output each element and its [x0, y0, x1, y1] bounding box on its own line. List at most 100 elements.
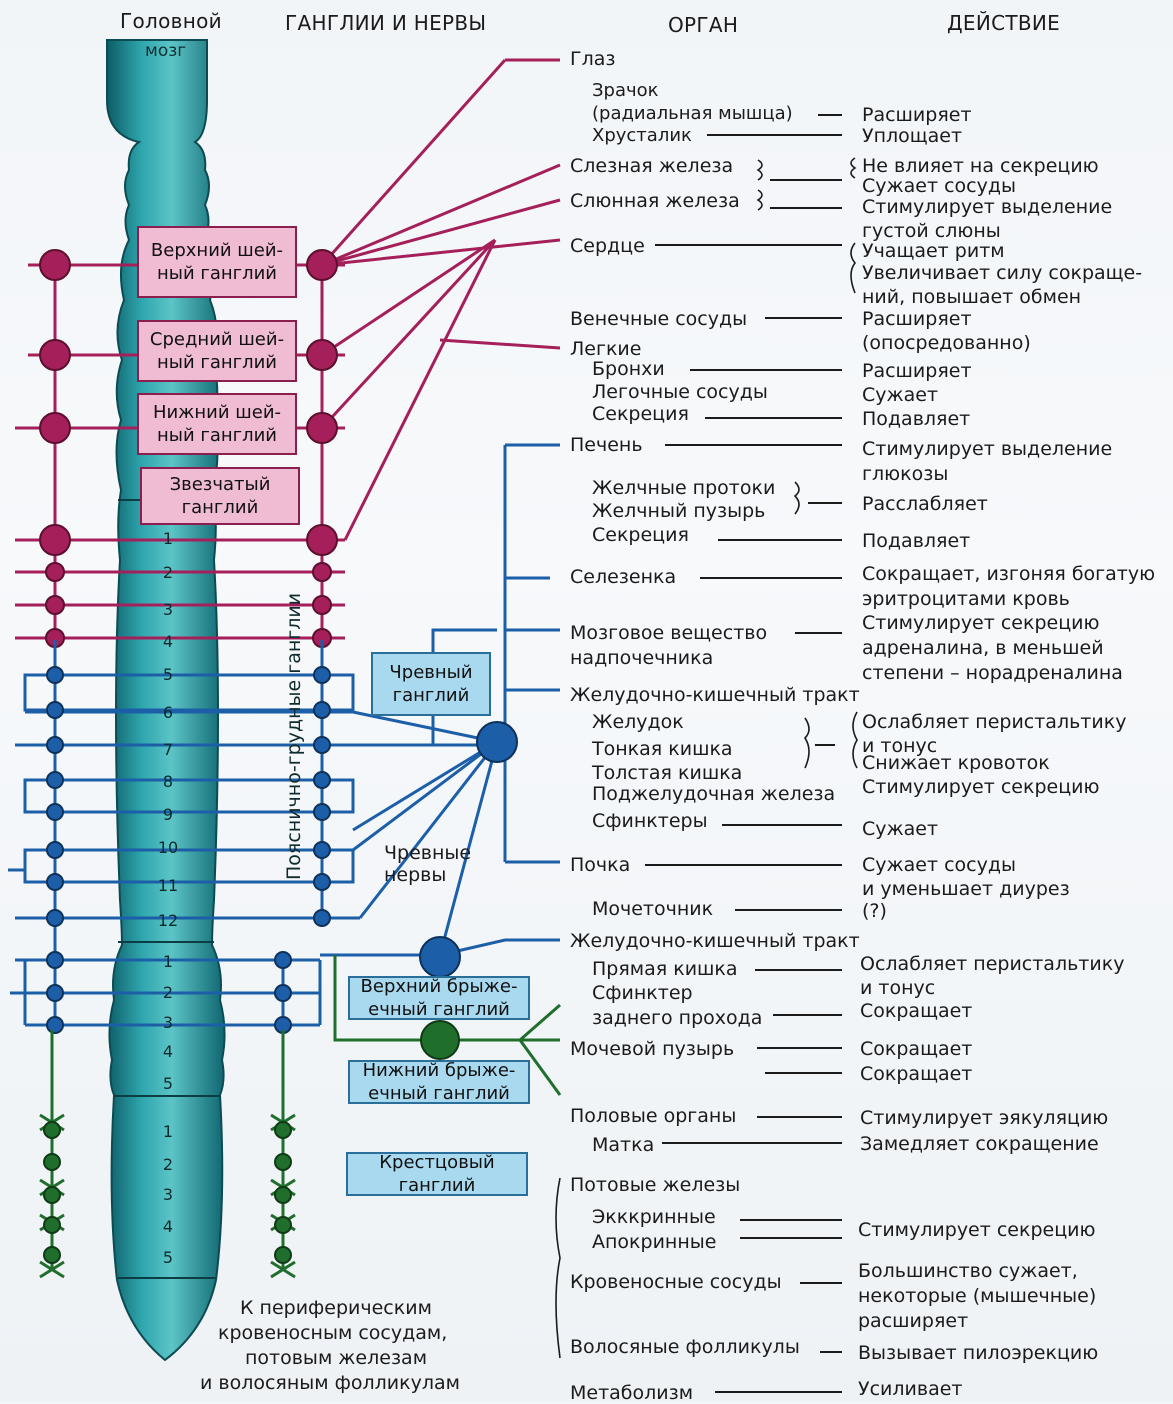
action-adrenal-3: степени – норадреналина: [862, 662, 1123, 684]
organ-lungs: Легкие: [570, 338, 642, 360]
organ-pulm-vessels: Легочные сосуды: [592, 381, 768, 403]
action-adrenal-2: адреналина, в меньшей: [862, 637, 1104, 659]
peripheral-note-line2: кровеносным сосудам,: [218, 1322, 448, 1344]
organ-small-intestine: Тонкая кишка: [592, 738, 733, 760]
organ-lung-secretion: Секреция: [592, 403, 689, 425]
lumbar-segment: 2: [162, 983, 174, 1002]
organ-pupil-muscle: (радиальная мышца): [592, 103, 793, 124]
action-liver-2: глюкозы: [862, 463, 949, 485]
sacral-segment: 1: [162, 1122, 174, 1141]
action-bronchi: Расширяет: [862, 360, 972, 382]
action-metabolism: Усиливает: [858, 1378, 963, 1400]
action-salivary-2: густой слюны: [862, 220, 1001, 242]
action-bile: Расслабляет: [862, 493, 988, 515]
braces: [555, 157, 858, 1359]
organ-pupil: Зрачок: [592, 80, 659, 101]
organ-uterus: Матка: [592, 1134, 655, 1156]
connector-lines: [645, 114, 842, 1393]
action-pupil: Расширяет: [862, 104, 972, 126]
pelvic-nodes: [43, 1020, 460, 1264]
sacral-segment: 3: [162, 1185, 174, 1204]
organ-metabolism: Метаболизм: [570, 1382, 694, 1404]
organ-bronchi: Бронхи: [592, 358, 665, 380]
action-vessels-2: некоторые (мышечные): [858, 1285, 1097, 1307]
inferior-cervical-ganglion: Нижний шей-ный ганглий: [137, 393, 297, 455]
peripheral-note-line3: потовым железам: [245, 1347, 428, 1369]
organ-coronary: Венечные сосуды: [570, 308, 748, 330]
lumbar-segment: 5: [162, 1074, 174, 1093]
action-coronary-2: (опосредованно): [862, 332, 1031, 354]
action-heart-metabolism: ний, повышает обмен: [862, 286, 1082, 308]
organ-spleen: Селезенка: [570, 566, 677, 588]
action-genitals: Стимулирует эякуляцию: [860, 1107, 1109, 1129]
action-bladder-2: Сокращает: [860, 1063, 973, 1085]
organ-heart: Сердце: [570, 235, 645, 257]
organ-lacrimal: Слезная железа: [570, 155, 734, 177]
action-sphincters: Сужает: [862, 818, 939, 840]
organ-adrenal-2: надпочечника: [570, 647, 714, 669]
action-gi-bloodflow: Снижает кровоток: [862, 752, 1050, 774]
thoracic-segment: 4: [162, 632, 174, 651]
organ-rectum: Прямая кишка: [592, 958, 738, 980]
action-ureter: (?): [862, 900, 887, 922]
action-salivary: Стимулирует выделение: [862, 196, 1113, 218]
header-ganglia: ГАНГЛИИ И НЕРВЫ: [285, 11, 487, 35]
action-vessels: Большинство сужает,: [858, 1260, 1078, 1282]
lumbar-segment: 1: [162, 952, 174, 971]
organ-anal-sphincter: Сфинктер: [592, 982, 693, 1004]
action-coronary: Расширяет: [862, 308, 972, 330]
header-organ: ОРГАН: [668, 13, 739, 37]
action-lens: Уплощает: [862, 125, 963, 147]
organ-large-intestine: Толстая кишка: [592, 762, 743, 784]
header-brain-line2: мозг: [145, 41, 187, 61]
action-vessels-3: расширяет: [858, 1310, 969, 1332]
action-heart-force: Увеличивает силу сокраще-: [862, 262, 1143, 284]
organ-liver: Печень: [570, 434, 643, 456]
thoracic-segment: 6: [162, 703, 174, 722]
sacral-segment: 4: [162, 1217, 174, 1236]
superior-cervical-ganglion: Верхний шей-ный ганглий: [137, 226, 297, 298]
action-lacrimal: Не влияет на секрецию: [862, 155, 1099, 177]
organ-eccrine: Экккринные: [592, 1206, 716, 1228]
sacral-segment: 5: [162, 1248, 174, 1267]
organ-gi-tract-2: Желудочно-кишечный тракт: [570, 930, 860, 952]
organ-blood-vessels: Кровеносные сосуды: [570, 1271, 782, 1293]
action-kidney-2: и уменьшает диурез: [862, 878, 1070, 900]
thoracic-segment: 5: [162, 665, 174, 684]
middle-cervical-ganglion: Средний шей-ный ганглий: [137, 320, 297, 382]
action-pancreas: Стимулирует секрецию: [862, 776, 1100, 798]
sympathetic-upper-nodes: [39, 249, 338, 648]
organ-gallbladder: Желчный пузырь: [592, 500, 766, 522]
action-vessels-narrow: Сужает сосуды: [862, 175, 1016, 197]
action-spleen: Сокращает, изгоняя богатую: [862, 563, 1156, 585]
superior-mesenteric-ganglion: Верхний брыже-ечный ганглий: [348, 976, 530, 1020]
thoracic-segment: 3: [162, 600, 174, 619]
action-sweat: Стимулирует секрецию: [858, 1219, 1096, 1241]
sacral-segment: 2: [162, 1155, 174, 1174]
organ-stomach: Желудок: [592, 711, 684, 733]
thoracic-segment: 7: [162, 740, 174, 759]
organ-sphincters: Сфинктеры: [592, 810, 708, 832]
sympathetic-lower-nodes: [46, 666, 518, 1034]
organ-bladder: Мочевой пузырь: [570, 1038, 735, 1060]
action-heart-rate: Учащает ритм: [862, 240, 1005, 262]
organ-adrenal: Мозговое вещество: [570, 622, 768, 644]
lumbar-thoracic-ganglia-label: Пояснично-грудные ганглии: [283, 592, 305, 880]
organ-genitals: Половые органы: [570, 1105, 737, 1127]
thoracic-segment: 9: [162, 805, 174, 824]
action-rectum: Ослабляет перистальтику: [860, 953, 1125, 975]
peripheral-note-line1: К периферическим: [240, 1297, 432, 1319]
action-liver-secretion: Подавляет: [862, 530, 971, 552]
inferior-mesenteric-ganglion: Нижний брыже-ечный ганглий: [348, 1060, 530, 1104]
action-spleen-2: эритроцитами кровь: [862, 588, 1070, 610]
header-brain: Головной: [120, 9, 222, 33]
organ-salivary: Слюнная железа: [570, 190, 740, 212]
organ-bile-ducts: Желчные протоки: [592, 477, 776, 499]
action-rectum-2: и тонус: [860, 977, 936, 999]
action-hair: Вызывает пилоэрекцию: [858, 1342, 1099, 1364]
organ-pancreas: Поджелудочная железа: [592, 783, 836, 805]
